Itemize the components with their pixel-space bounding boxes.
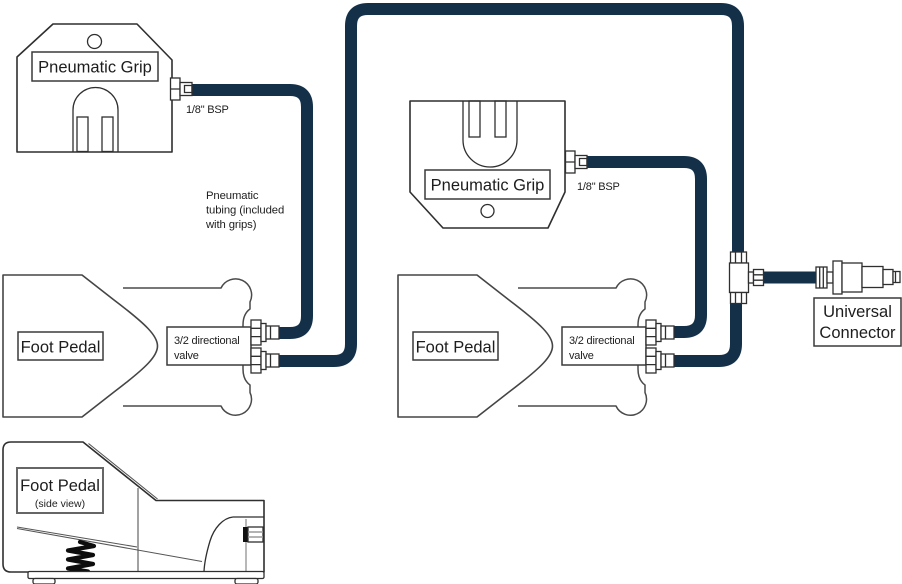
sideview-label-box [16, 467, 104, 514]
tee-body [728, 262, 750, 294]
pneumatic-grip-1: Pneumatic Grip 1/8" BSP [16, 23, 229, 153]
uc-barrel [861, 265, 884, 289]
grip2-hole [480, 203, 495, 219]
grip2-label: Pneumatic Grip [431, 177, 545, 195]
tee-right-nut-knurl [753, 274, 764, 281]
uc-nut-knurl [819, 267, 824, 288]
sideview-label: Foot Pedal [20, 477, 100, 495]
pedal2-port-top [645, 319, 675, 346]
uc-collar [832, 260, 843, 295]
uc-nut [815, 266, 828, 289]
grip2-label-box [424, 169, 551, 200]
pedal2-label-box [412, 331, 499, 361]
grip1-jaw-left [76, 116, 89, 153]
grip1-jaw-cutout [72, 86, 119, 152]
pedal2-valve-line1: 3/2 directional [569, 335, 635, 347]
tubing-note-line1: Pneumatic [206, 190, 259, 202]
sideview-sublabel: (side view) [35, 498, 85, 510]
pedal1-valve-label-box [166, 326, 252, 366]
uc-label-box [813, 297, 902, 347]
uc-washer [826, 271, 834, 284]
tee-bottom-nut-knurl [734, 292, 743, 304]
tube-grip1-to-pedal1 [186, 84, 313, 339]
foot-pedal-side-view: Foot Pedal (side view) [2, 441, 265, 584]
tee-top-nut [729, 251, 748, 264]
tee-right-nut [752, 268, 765, 287]
grip1-label-box [31, 51, 159, 82]
pneumatic-tubing [186, 3, 820, 367]
sideview-heel-curve [203, 516, 234, 572]
pedal2-port-bottom [645, 347, 675, 374]
uc-hex-body [841, 262, 863, 293]
sideview-lever-bottom [16, 527, 203, 563]
tee-right-stub [747, 271, 755, 284]
uc-label-line2: Connector [819, 324, 896, 342]
pedal1-label-box [17, 331, 104, 361]
grip2-jaw-cutout [462, 101, 518, 168]
universal-connector: Universal Connector [813, 260, 902, 347]
grip1-jaw-right [101, 116, 114, 153]
sideview-fitting-dark [243, 527, 248, 542]
tube-pedal1-to-tee [277, 3, 744, 367]
grip2-fitting [564, 150, 588, 174]
tee-connector [728, 251, 765, 305]
grip2-body [409, 100, 566, 229]
sideview-fitting-box [247, 526, 264, 543]
grip1-label: Pneumatic Grip [38, 59, 152, 77]
sideview-spring [65, 539, 97, 574]
grip1-fitting-label: 1/8" BSP [186, 104, 229, 116]
tubing-note-line2: tubing (included [206, 205, 284, 217]
tee-top-nut-knurl [734, 252, 743, 263]
grip1-hole [86, 33, 103, 50]
uc-label-line1: Universal [823, 303, 892, 321]
tube-grip2-to-pedal2 [583, 156, 707, 338]
pneumatic-grip-2: Pneumatic Grip 1/8" BSP [409, 100, 620, 229]
sideview-slope-inner-line [88, 443, 158, 500]
pedal2-label: Foot Pedal [416, 339, 496, 357]
foot-pedal-2: Foot Pedal 3/2 directional valve [397, 274, 675, 418]
sideview-foot-right [234, 577, 259, 584]
foot-pedal-1: Foot Pedal 3/2 directional valve [2, 274, 280, 418]
grip2-jaw-right [494, 100, 507, 138]
pedal1-valve-line2: valve [174, 350, 199, 362]
pedal1-label: Foot Pedal [21, 339, 101, 357]
grip1-fitting [169, 77, 193, 101]
sideview-fitting-lines [248, 531, 263, 538]
tubing-note: Pneumatic tubing (included with grips) [205, 190, 284, 231]
pedal2-valve-line2: valve [569, 350, 594, 362]
grip2-jaw-left [468, 100, 481, 138]
pedal1-port-bottom [250, 347, 280, 374]
pedal2-valve-label-box [561, 326, 647, 366]
tube-pedal2-to-tee [672, 303, 742, 367]
tee-bottom-nut [729, 291, 748, 305]
uc-neck [882, 268, 894, 286]
tubing-note-line3: with grips) [205, 219, 257, 231]
pedal1-port-top [250, 319, 280, 346]
sideview-foot-left [32, 577, 56, 584]
pedal1-valve-line1: 3/2 directional [174, 335, 240, 347]
sideview-base-plate [27, 570, 265, 580]
uc-tip [892, 270, 901, 284]
sideview-lever-top [16, 526, 138, 548]
grip2-fitting-label: 1/8" BSP [577, 181, 620, 193]
